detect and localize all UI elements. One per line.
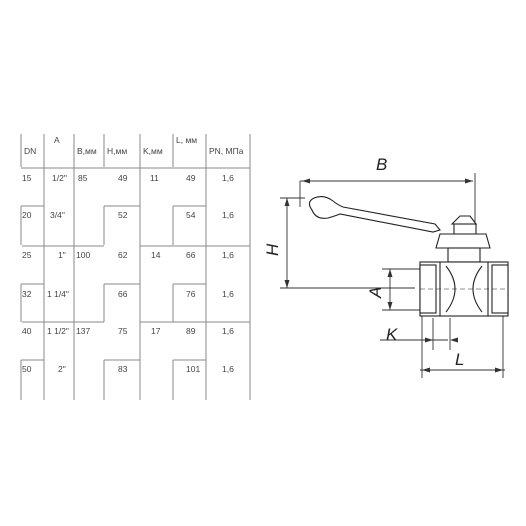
- cell-pn: 1,6: [222, 364, 234, 374]
- table-row: 50 2" 83 101 1,6: [22, 364, 234, 374]
- label-b: B: [376, 155, 387, 174]
- cell-dn: 25: [22, 250, 32, 260]
- cell-l: 76: [186, 289, 196, 299]
- cell-l: 89: [186, 326, 196, 336]
- cell-h: 66: [118, 289, 128, 299]
- cell-a: 1 1/4": [47, 289, 69, 299]
- cell-dn: 20: [22, 210, 32, 220]
- header-pn: PN, МПа: [209, 146, 244, 156]
- cell-b: 85: [78, 173, 88, 183]
- cell-dn: 50: [22, 364, 32, 374]
- table-grid: [20, 134, 251, 400]
- dimension-labels: B H A K L: [263, 155, 464, 369]
- cell-a: 1/2": [52, 173, 67, 183]
- cell-k: 14: [151, 250, 161, 260]
- cell-pn: 1,6: [222, 289, 234, 299]
- cell-b: 100: [76, 250, 90, 260]
- cell-pn: 1,6: [222, 250, 234, 260]
- cell-dn: 32: [22, 289, 32, 299]
- cell-a: 2": [58, 364, 66, 374]
- header-l: L, мм: [176, 135, 197, 145]
- cell-dn: 15: [22, 173, 32, 183]
- label-a: A: [366, 287, 385, 299]
- header-k: K,мм: [143, 146, 163, 156]
- valve-body: [308, 195, 509, 317]
- cell-l: 66: [186, 250, 196, 260]
- cell-k: 11: [150, 173, 159, 183]
- cell-b: 137: [76, 326, 90, 336]
- dimension-lines: [280, 173, 505, 378]
- table-row: 20 3/4" 52 54 1,6: [22, 210, 234, 220]
- cell-k: 17: [151, 326, 161, 336]
- header-a: A: [54, 135, 60, 145]
- label-l: L: [455, 350, 464, 369]
- cell-pn: 1,6: [222, 210, 234, 220]
- cell-a: 1": [58, 250, 66, 260]
- cell-pn: 1,6: [222, 326, 234, 336]
- cell-h: 52: [118, 210, 128, 220]
- cell-dn: 40: [22, 326, 32, 336]
- cell-l: 54: [186, 210, 196, 220]
- cell-h: 83: [118, 364, 128, 374]
- label-h: H: [263, 243, 282, 256]
- header-h: H,мм: [107, 146, 127, 156]
- cell-h: 62: [118, 250, 128, 260]
- cell-l: 49: [186, 173, 196, 183]
- cell-h: 75: [118, 326, 128, 336]
- cell-l: 101: [186, 364, 200, 374]
- cell-pn: 1,6: [222, 173, 234, 183]
- header-dn: DN: [24, 146, 36, 156]
- table-header: DN A B,мм H,мм K,мм L, мм PN, МПа: [24, 135, 244, 156]
- cell-a: 1 1/2": [47, 326, 69, 336]
- table-row: 25 1" 100 62 14 66 1,6: [22, 250, 234, 260]
- header-b: B,мм: [77, 146, 97, 156]
- table-row: 40 1 1/2" 137 75 17 89 1,6: [22, 326, 234, 336]
- dimension-arrows: [284, 178, 503, 373]
- cell-h: 49: [118, 173, 128, 183]
- cell-a: 3/4": [50, 210, 65, 220]
- label-k: K: [386, 325, 398, 344]
- table-row: 15 1/2" 85 49 11 49 1,6: [22, 173, 234, 183]
- table-row: 32 1 1/4" 66 76 1,6: [22, 289, 234, 299]
